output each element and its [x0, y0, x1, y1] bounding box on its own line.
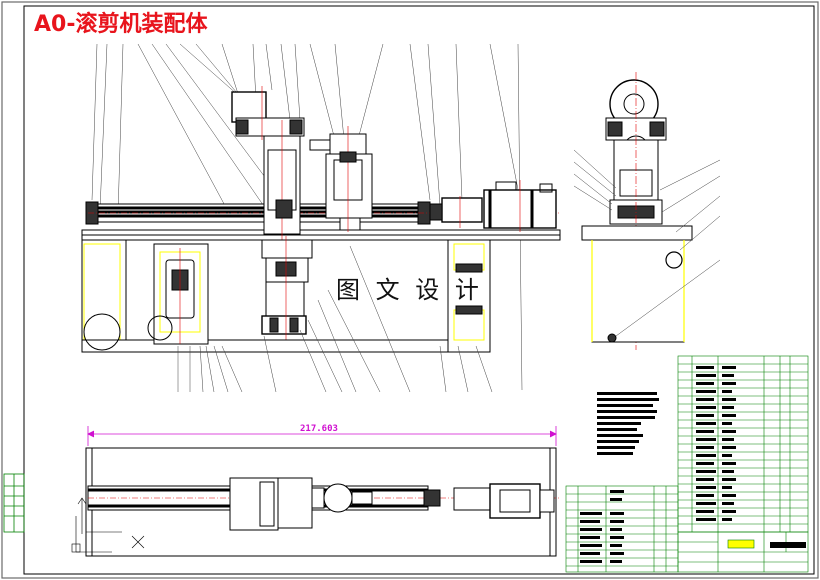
side-view	[573, 72, 721, 350]
revision-block	[3, 473, 25, 533]
dimension-217-603	[87, 426, 557, 446]
front-leaders-top	[91, 43, 523, 391]
top-view	[71, 426, 560, 557]
technical-notes	[597, 392, 659, 455]
title-block	[677, 531, 809, 573]
front-view	[81, 43, 561, 393]
parts-list-left	[565, 485, 679, 573]
watermark-text: 图 文 设 计	[336, 276, 483, 304]
parts-list-right	[677, 355, 809, 533]
front-leaders-bottom	[177, 245, 493, 393]
drawing-title: A0-滚剪机装配体	[34, 12, 208, 37]
dimension-label: 217.603	[300, 424, 338, 434]
